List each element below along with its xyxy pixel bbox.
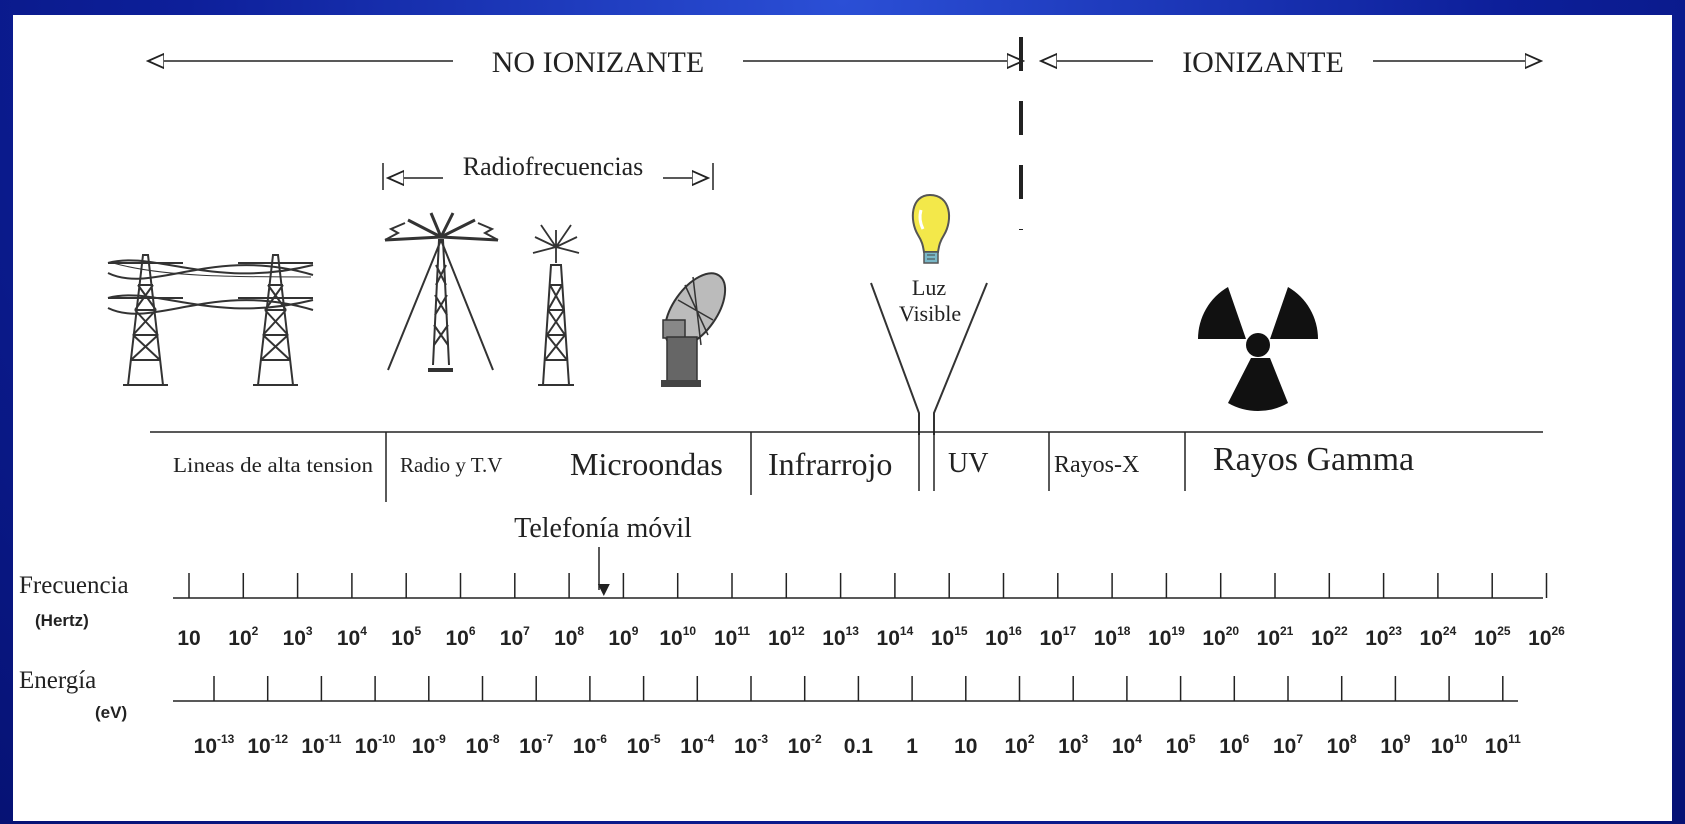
luz-label: Luz — [912, 275, 946, 300]
frequency-tick-label: 1025 — [1474, 624, 1511, 650]
energy-tick-label: 10-7 — [519, 732, 553, 758]
radiofrecuencias-label: Radiofrecuencias — [463, 152, 643, 181]
frequency-tick-label: 1026 — [1528, 624, 1565, 650]
energy-tick-label: 108 — [1327, 732, 1357, 758]
energy-tick-label: 10-10 — [355, 732, 396, 758]
frequency-tick-label: 104 — [337, 624, 367, 650]
energy-tick-label: 102 — [1004, 732, 1034, 758]
energy-tick-label: 0.1 — [844, 735, 874, 758]
energy-ticks — [213, 676, 1504, 701]
energy-tick-label: 10-12 — [247, 732, 288, 758]
energy-tick-label: 10-6 — [573, 732, 607, 758]
frequency-tick-label: 1017 — [1039, 624, 1076, 650]
frequency-tick-label: 1015 — [931, 624, 968, 650]
diagram-panel: NO IONIZANTE IONIZANTE Radiofrecuencias — [13, 15, 1672, 821]
energy-tick-label: 1 — [906, 735, 918, 758]
energy-tick-label: 10-9 — [412, 732, 446, 758]
energy-tick-label: 10 — [954, 735, 977, 758]
radiation-symbol-icon — [1198, 287, 1318, 412]
energia-label: Energía — [19, 667, 96, 694]
energy-tick-label: 1010 — [1431, 732, 1468, 758]
energy-tick-label: 107 — [1273, 732, 1303, 758]
frequency-tick-label: 103 — [283, 624, 313, 650]
energy-tick-label: 10-2 — [788, 732, 822, 758]
frequency-tick-label: 105 — [391, 624, 421, 650]
radio-tower-icon — [384, 212, 499, 372]
energy-tick-label: 109 — [1380, 732, 1410, 758]
ionizante-title: IONIZANTE — [1182, 46, 1344, 79]
band-rayos-gamma: Rayos Gamma — [1213, 441, 1414, 478]
frequency-tick-label: 1023 — [1365, 624, 1402, 650]
frequency-tick-label: 1012 — [768, 624, 805, 650]
frequency-ticks — [188, 573, 1548, 598]
frequency-tick-label: 102 — [228, 624, 258, 650]
band-axis — [150, 431, 1543, 502]
energy-tick-label: 1011 — [1485, 732, 1521, 758]
frequency-tick-label: 1010 — [659, 624, 696, 650]
frequency-tick-label: 1018 — [1094, 624, 1131, 650]
telefonia-movil-label: Telefonía móvil — [514, 513, 692, 544]
frecuencia-unit: (Hertz) — [35, 611, 89, 630]
energy-tick-label: 104 — [1112, 732, 1142, 758]
visible-light-funnel — [870, 282, 988, 435]
energy-tick-label: 10-11 — [301, 732, 341, 758]
frequency-tick-label: 1020 — [1202, 624, 1239, 650]
em-spectrum-diagram: NO IONIZANTE IONIZANTE Radiofrecuencias — [19, 37, 1565, 758]
radiofrecuencias-bracket — [382, 163, 714, 190]
frequency-tick-label: 1014 — [877, 624, 914, 650]
energia-unit: (eV) — [95, 703, 127, 722]
frequency-tick-label: 1022 — [1311, 624, 1348, 650]
energy-tick-labels: 10-13 10-12 10-11 10-10 10-9 10-8 10-7 10-6 10-5… — [194, 732, 1521, 758]
energy-tick-label: 10-13 — [194, 732, 235, 758]
frequency-tick-label: 106 — [445, 624, 475, 650]
band-radio-tv: Radio y T.V — [400, 453, 502, 477]
frequency-tick-label: 10 — [177, 627, 200, 650]
power-lines-icon — [107, 254, 314, 386]
band-uv: UV — [948, 448, 988, 479]
visible-label: Visible — [899, 301, 961, 326]
frequency-tick-label: 1013 — [822, 624, 859, 650]
frequency-tick-label: 1011 — [714, 624, 750, 650]
energy-tick-label: 105 — [1166, 732, 1196, 758]
frecuencia-label: Frecuencia — [19, 572, 129, 599]
energy-tick-label: 106 — [1219, 732, 1249, 758]
frequency-tick-label: 107 — [500, 624, 530, 650]
satellite-dish-icon — [661, 272, 727, 387]
frequency-tick-label: 109 — [608, 624, 638, 650]
energy-tick-label: 10-3 — [734, 732, 768, 758]
frequency-tick-label: 1021 — [1257, 624, 1294, 650]
frequency-tick-label: 1024 — [1420, 624, 1457, 650]
frequency-tick-label: 1016 — [985, 624, 1022, 650]
energy-tick-label: 10-5 — [627, 732, 661, 758]
band-microondas: Microondas — [570, 446, 723, 482]
band-infrarrojo: Infrarrojo — [768, 446, 892, 482]
frequency-tick-label: 108 — [554, 624, 584, 650]
frequency-tick-label: 1019 — [1148, 624, 1185, 650]
no-ionizante-title: NO IONIZANTE — [492, 46, 704, 79]
frequency-tick-labels: 10 102 103 104 105 106 107 108 109 1010 1011 1012 10… — [177, 624, 1565, 650]
energy-tick-label: 10-4 — [680, 732, 714, 758]
light-bulb-icon — [911, 193, 951, 264]
band-lineas-alta-tension: Lineas de alta tension — [173, 453, 374, 477]
antenna-tower-icon — [532, 224, 580, 386]
energy-tick-label: 10-8 — [465, 732, 499, 758]
band-rayos-x: Rayos-X — [1054, 452, 1139, 478]
energy-tick-label: 103 — [1058, 732, 1088, 758]
